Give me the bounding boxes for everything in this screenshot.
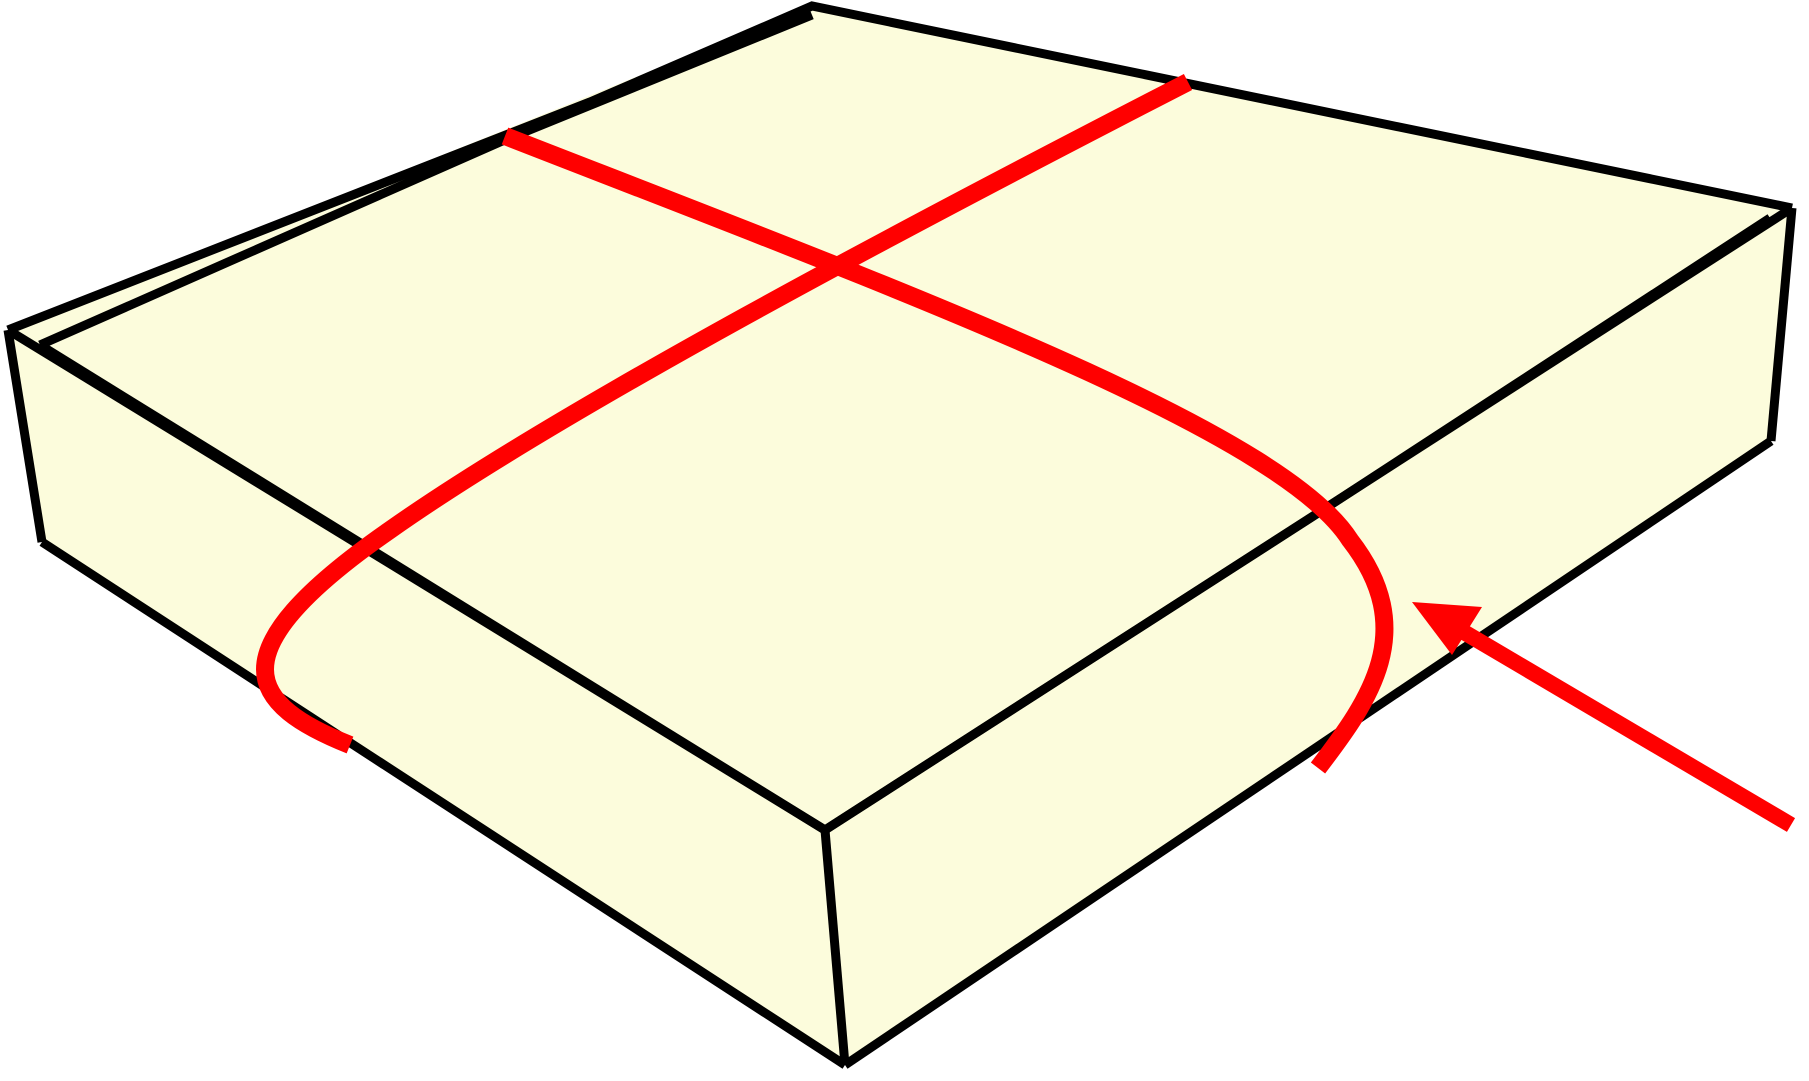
ribbon-strand-b [501,127,1394,774]
box-top-front-right-edge [822,204,1795,834]
arrow-icon [1412,602,1796,832]
box-left-corner-edge [3,329,47,543]
box-top-front-left-edge [5,326,828,834]
box-bottom-left-edge [39,538,848,1069]
box-front-corner-edge [820,829,850,1066]
box-front-right-face [825,208,1792,1065]
box-edges [3,1,1797,1069]
box-icon [3,1,1797,1069]
box-top-face [8,6,1792,830]
box-right-corner-edge [1766,207,1797,442]
box-front-left-face [8,330,845,1065]
arrow-shaft [1435,611,1796,832]
box-top-back-edge [6,1,1793,335]
arrow-head [1412,602,1482,655]
ribbon-strand-a [256,73,1193,754]
ribbon-icon [256,73,1394,774]
box-lid-inner-left [38,10,814,350]
box-bottom-right-edge [842,437,1774,1069]
